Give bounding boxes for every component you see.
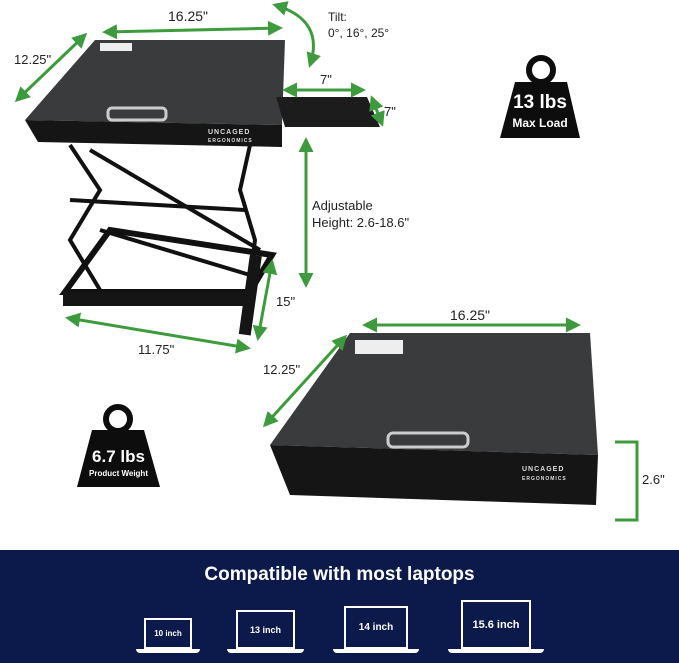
product-weight-weight-icon xyxy=(77,404,160,487)
laptop-10-inch-icon: 10 inch xyxy=(136,618,200,653)
tilt-label: Tilt: xyxy=(328,10,347,24)
base-depth-label: 15" xyxy=(276,294,296,309)
tilt-values: 0°, 16°, 25° xyxy=(328,26,390,40)
dimension-arrows xyxy=(14,1,581,428)
compatibility-banner: Compatible with most laptops 10 inch 13 … xyxy=(0,550,679,663)
folded-depth-label: 12.25" xyxy=(263,362,301,377)
top-width-label: 16.25" xyxy=(168,8,209,24)
brand-logo-subtitle: ERGONOMICS xyxy=(208,138,253,144)
max-load-label: Max Load xyxy=(512,116,568,130)
product-weight-label: Product Weight xyxy=(89,469,148,478)
side-tray xyxy=(276,97,380,127)
product-illustration xyxy=(14,1,639,522)
stand-top-board xyxy=(25,40,285,125)
laptop-13-inch-icon: 13 inch xyxy=(227,610,304,653)
laptop-14-inch-icon: 14 inch xyxy=(333,606,419,653)
top-depth-label: 12.25" xyxy=(14,52,52,67)
base-width-label: 11.75" xyxy=(138,342,175,357)
brand-logo: UNCAGED xyxy=(208,129,251,136)
height-values: Height: 2.6-18.6" xyxy=(312,215,410,230)
tray-depth-label: 7" xyxy=(384,104,396,119)
laptop-15-6-inch-icon: 15.6 inch xyxy=(448,600,544,653)
folded-brand-logo: UNCAGED xyxy=(522,466,565,473)
product-weight-value: 6.7 lbs xyxy=(92,447,145,466)
folded-width-label: 16.25" xyxy=(450,307,491,323)
max-load-value: 13 lbs xyxy=(513,92,567,113)
compatibility-title: Compatible with most laptops xyxy=(204,564,475,585)
max-load-weight-icon xyxy=(500,55,580,138)
height-label: Adjustable xyxy=(312,198,373,213)
stand-frame xyxy=(67,143,262,292)
folded-height-label: 2.6" xyxy=(642,472,665,487)
tray-width-label: 7" xyxy=(320,72,332,87)
folded-brand-logo-subtitle: ERGONOMICS xyxy=(522,476,567,482)
folded-stand-board xyxy=(270,333,598,455)
